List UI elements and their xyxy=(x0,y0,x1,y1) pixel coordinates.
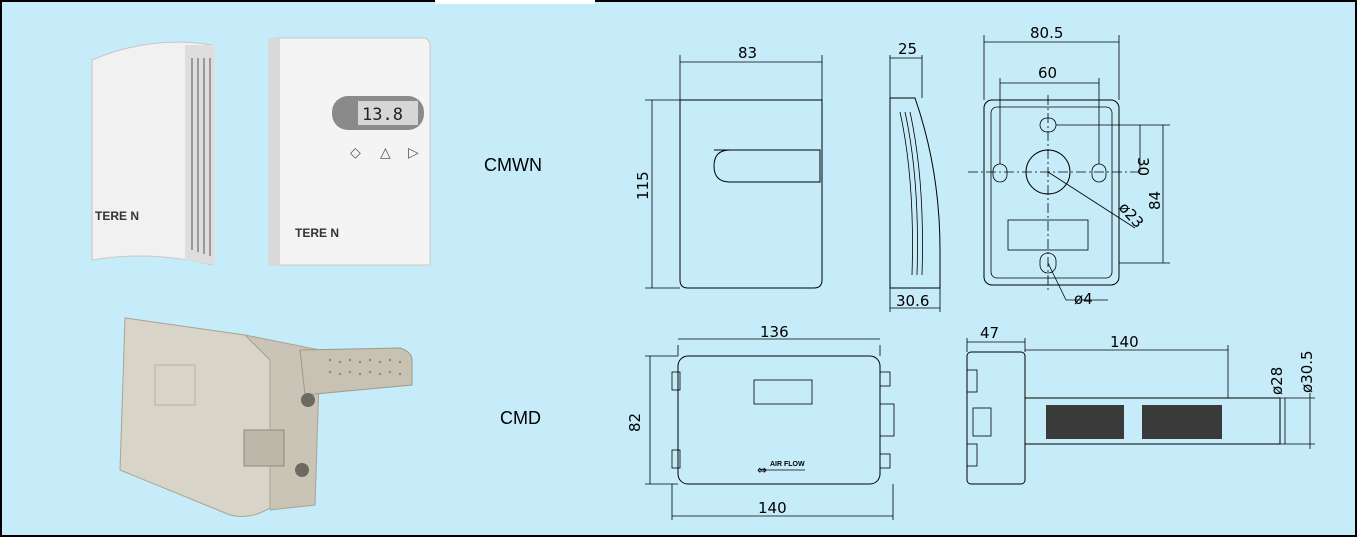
cmwn-side-drawing: 25 30.6 xyxy=(889,40,941,312)
dim-cmwn-back-outer: 80.5 xyxy=(1030,24,1063,42)
cmd-label: CMD xyxy=(500,408,541,428)
dim-cmd-bottom-width: 140 xyxy=(758,499,787,517)
dim-cmwn-back-inner: 60 xyxy=(1038,64,1057,82)
power-icon: ◇ xyxy=(350,145,361,161)
airflow-arrow-icon: ⇔ xyxy=(757,463,767,477)
right-arrow-icon: ▷ xyxy=(408,145,419,161)
brand-logo-right: TERE N xyxy=(295,226,339,240)
cmwn-label: CMWN xyxy=(484,155,542,175)
lcd-screen xyxy=(358,101,418,125)
dim-cmwn-back-vertical: 30 xyxy=(1134,157,1152,176)
cmd-top-drawing: AIR FLOW ⇔ 136 82 140 xyxy=(626,323,895,520)
dim-cmwn-back-height: 84 xyxy=(1146,191,1164,210)
dim-cmwn-back-diameter: ø23 xyxy=(1115,199,1147,232)
dim-cmwn-front-width: 83 xyxy=(738,44,757,62)
cmwn-front-drawing: 83 115 xyxy=(634,44,823,289)
dim-cmwn-front-height: 115 xyxy=(634,171,652,200)
dim-cmd-probe-d1: ø28 xyxy=(1268,367,1286,395)
probe-mesh-right xyxy=(1142,405,1222,439)
lcd-reading: 13.8 xyxy=(362,105,403,125)
cmwn-photo-right: 13.8 ◇ △ ▷ TERE N xyxy=(268,37,431,266)
cmwn-photo-left: TERE N xyxy=(91,41,215,266)
top-clip-strip xyxy=(435,0,595,4)
dim-cmwn-back-hole: ø4 xyxy=(1074,290,1093,308)
dim-cmd-probe-d2: ø30.5 xyxy=(1298,350,1316,393)
dim-cmwn-side-bottom: 30.6 xyxy=(896,292,929,310)
dim-cmd-height: 82 xyxy=(626,413,644,432)
cmwn-back-drawing: 80.5 60 30 84 ø23 ø4 xyxy=(968,24,1170,308)
dim-cmd-side-body: 47 xyxy=(980,324,999,342)
dim-cmd-top-width: 136 xyxy=(760,323,789,341)
cmd-photo xyxy=(119,317,413,517)
airflow-label: AIR FLOW xyxy=(770,461,805,468)
cmd-side-drawing: 47 140 ø28 ø30.5 xyxy=(966,324,1316,485)
dim-cmd-probe-len: 140 xyxy=(1110,333,1139,351)
brand-logo-left: TERE N xyxy=(95,209,139,223)
probe-mesh-left xyxy=(1046,405,1124,439)
dim-cmwn-side-top: 25 xyxy=(898,40,917,58)
up-arrow-icon: △ xyxy=(380,145,391,161)
